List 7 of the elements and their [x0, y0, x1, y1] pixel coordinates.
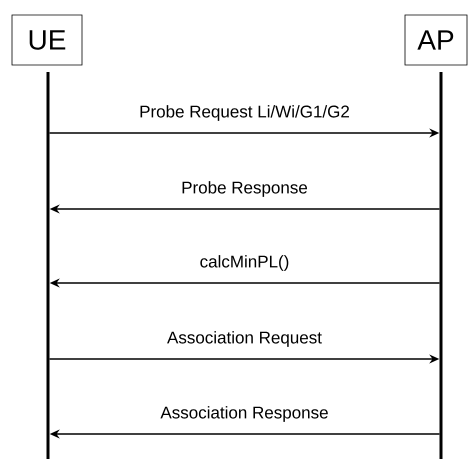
edge-label: Probe Request Li/Wi/G1/G2: [138, 104, 351, 122]
edge-label: Probe Response: [180, 180, 309, 198]
edge-label: calcMinPL(): [198, 254, 290, 272]
edge-label: Association Request: [166, 330, 323, 348]
participant-box: AP: [404, 14, 468, 66]
participant-box: UE: [12, 14, 82, 66]
edge-label: Association Response: [159, 405, 330, 423]
